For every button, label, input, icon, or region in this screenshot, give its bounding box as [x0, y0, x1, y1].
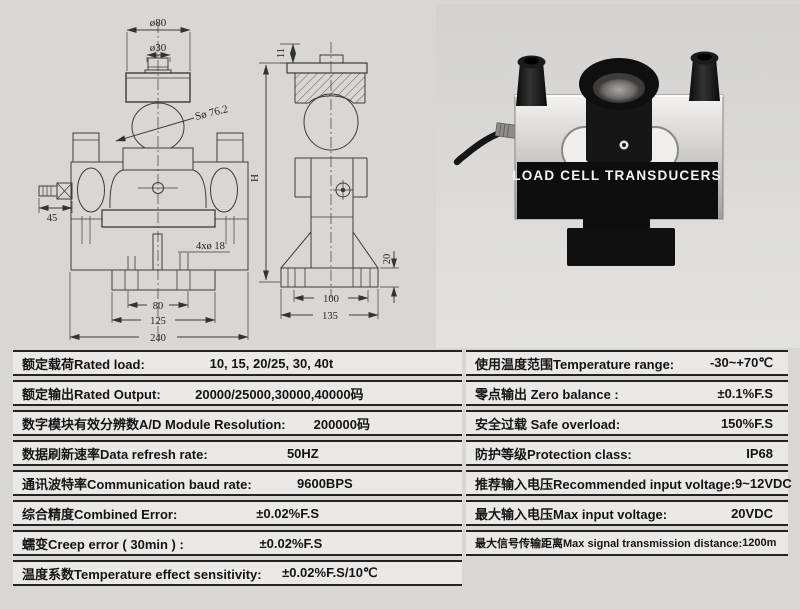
label-band: [517, 162, 718, 219]
spec-value: 20VDC: [731, 505, 773, 521]
spec-value: IP68: [746, 445, 773, 461]
spec-row-protection-class: 防护等级Protection class: IP68: [466, 440, 788, 466]
dim-label-45: 45: [47, 213, 58, 224]
spec-value: ±0.02%F.S: [259, 535, 323, 551]
spec-value: -30~+70℃: [709, 355, 773, 370]
spec-row-data-refresh-rate: 数据刷新速率Data refresh rate: 50HZ: [13, 440, 462, 466]
spec-row-creep-error: 蠕变Creep error ( 30min ) : ±0.02%F.S: [13, 530, 462, 556]
spec-row-rated-output: 额定输出Rated Output: 20000/25000,30000,4000…: [13, 380, 462, 406]
spec-row-ad-resolution: 数字模块有效分辨数A/D Module Resolution: 200000码: [13, 410, 462, 436]
spec-row-rated-load: 额定载荷Rated load: 10, 15, 20/25, 30, 40t: [13, 350, 462, 376]
spec-row-zero-balance: 零点输出 Zero balance : ±0.1%F.S: [466, 380, 788, 406]
spec-label: 数字模块有效分辨数A/D Module Resolution:: [22, 416, 286, 432]
base-block: [567, 228, 675, 266]
dim-label-240: 240: [150, 333, 166, 344]
side-view-drawing: [259, 42, 399, 319]
spec-row-baud-rate: 通讯波特率Communication baud rate: 9600BPS: [13, 470, 462, 496]
left-rubber-boot: [516, 55, 547, 106]
dim-label-h: H: [249, 174, 261, 182]
spec-label: 额定载荷Rated load:: [22, 356, 145, 372]
product-photo: LOAD CELL TRANSDUCERS: [436, 4, 800, 348]
spec-label: 防护等级Protection class:: [475, 446, 632, 462]
spec-label: 通讯波特率Communication baud rate:: [22, 476, 252, 492]
technical-drawing-and-photo-area: ø80 ø30 Sø 76.2 45 4xø 18 80 125 240: [38, 4, 800, 348]
spec-label: 温度系数Temperature effect sensitivity:: [22, 566, 262, 582]
spec-row-safe-overload: 安全过载 Safe overload: 150%F.S: [466, 410, 788, 436]
spec-value: 1200m: [742, 537, 777, 549]
spec-row-temperature-range: 使用温度范围Temperature range: -30~+70℃: [466, 350, 788, 376]
right-rubber-boot: [689, 51, 720, 101]
dim-label-125: 125: [150, 316, 166, 327]
spec-value: 9600BPS: [297, 475, 353, 491]
spec-label: 额定输出Rated Output:: [22, 386, 161, 402]
spec-label: 推荐输入电压Recommended input voltage:: [475, 476, 736, 492]
spec-row-max-voltage: 最大输入电压Max input voltage: 20VDC: [466, 500, 788, 526]
spec-label: 最大输入电压Max input voltage:: [475, 506, 668, 522]
center-cup: [579, 58, 659, 162]
front-view-dimension-labels: ø80 ø30 Sø 76.2 45 4xø 18 80 125 240: [47, 17, 230, 344]
dim-label-4x18: 4xø 18: [196, 241, 225, 252]
spec-row-max-signal-distance: 最大信号传输距离Max signal transmission distance…: [466, 530, 788, 556]
spec-value: 10, 15, 20/25, 30, 40t: [209, 355, 334, 371]
spec-label: 数据刷新速率Data refresh rate:: [22, 446, 208, 462]
spec-column-right: 使用温度范围Temperature range: -30~+70℃ 零点输出 Z…: [466, 350, 792, 560]
spec-label: 安全过载 Safe overload:: [475, 416, 621, 432]
spec-row-recommended-voltage: 推荐输入电压Recommended input voltage: 9~12VDC: [466, 470, 792, 496]
spec-value: 200000码: [313, 416, 370, 432]
spec-label: 综合精度Combined Error:: [22, 506, 178, 522]
spec-value: 9~12VDC: [735, 475, 792, 491]
spec-value: ±0.1%F.S: [717, 385, 773, 401]
spec-label: 使用温度范围Temperature range:: [475, 356, 675, 372]
dim-label-135: 135: [322, 311, 338, 322]
spec-label: 零点输出 Zero balance :: [475, 386, 619, 402]
front-view-drawing: [38, 22, 249, 344]
base-neck: [583, 219, 650, 229]
spec-column-left: 额定载荷Rated load: 10, 15, 20/25, 30, 40t 额…: [13, 350, 462, 590]
dim-label-11: 11: [276, 48, 287, 58]
dim-label-20: 20: [382, 254, 393, 265]
dim-label-80: 80: [153, 301, 164, 312]
spec-value: 50HZ: [286, 445, 319, 461]
dim-label-sphere: Sø 76.2: [194, 103, 230, 123]
cable-gland: [494, 122, 519, 139]
spec-row-temperature-sensitivity: 温度系数Temperature effect sensitivity: ±0.0…: [13, 560, 462, 586]
cable: [453, 129, 504, 166]
spec-value: ±0.02%F.S/10℃: [282, 565, 378, 580]
spec-label: 蠕变Creep error ( 30min ) :: [22, 536, 184, 552]
dim-label-d30: ø30: [150, 42, 167, 54]
spec-row-combined-error: 综合精度Combined Error: ±0.02%F.S: [13, 500, 462, 526]
dim-label-100: 100: [323, 294, 339, 305]
product-label-text: LOAD CELL TRANSDUCERS: [512, 168, 721, 183]
spec-value: 20000/25000,30000,40000码: [195, 386, 364, 402]
spec-label: 最大信号传输距离Max signal transmission distance…: [475, 538, 743, 550]
dim-label-d80: ø80: [150, 17, 167, 29]
spec-value: ±0.02%F.S: [256, 505, 320, 521]
spec-value: 150%F.S: [720, 415, 773, 431]
side-view-dimension-labels: 11 H 20 100 135: [249, 48, 393, 322]
